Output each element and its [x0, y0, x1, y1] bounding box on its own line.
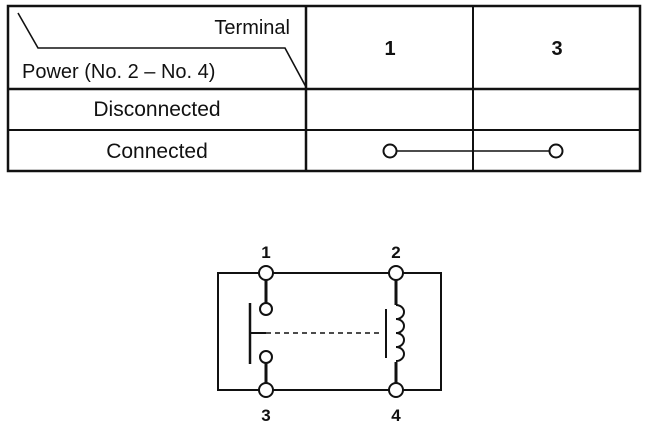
column-header-terminal-1: 1: [384, 38, 395, 60]
row-label-connected: Connected: [106, 140, 208, 163]
coil-winding: [395, 304, 405, 362]
pin-label-4: 4: [391, 406, 401, 425]
continuity-terminal-1: [382, 143, 398, 159]
terminal-4: [388, 382, 404, 398]
terminal-2: [388, 265, 404, 281]
header-terminal-label: Terminal: [214, 17, 290, 39]
header-power-label: Power (No. 2 – No. 4): [22, 61, 215, 83]
switch-contact-upper: [259, 302, 273, 316]
column-header-terminal-3: 3: [551, 38, 562, 60]
pin-label-2: 2: [391, 243, 400, 262]
continuity-marker: [382, 143, 564, 159]
continuity-terminal-3: [548, 143, 564, 159]
terminal-3: [258, 382, 274, 398]
relay-housing: [217, 272, 442, 391]
switch-contact-lower: [259, 350, 273, 364]
pin-label-1: 1: [261, 243, 270, 262]
continuity-table: Terminal Power (No. 2 – No. 4) 1 3 Disco…: [6, 4, 642, 173]
terminal-1: [258, 265, 274, 281]
relay-schematic: 1 2 3 4: [217, 243, 442, 425]
row-label-disconnected: Disconnected: [93, 98, 220, 121]
header-diagonal: [17, 12, 307, 88]
pin-label-3: 3: [261, 406, 270, 425]
